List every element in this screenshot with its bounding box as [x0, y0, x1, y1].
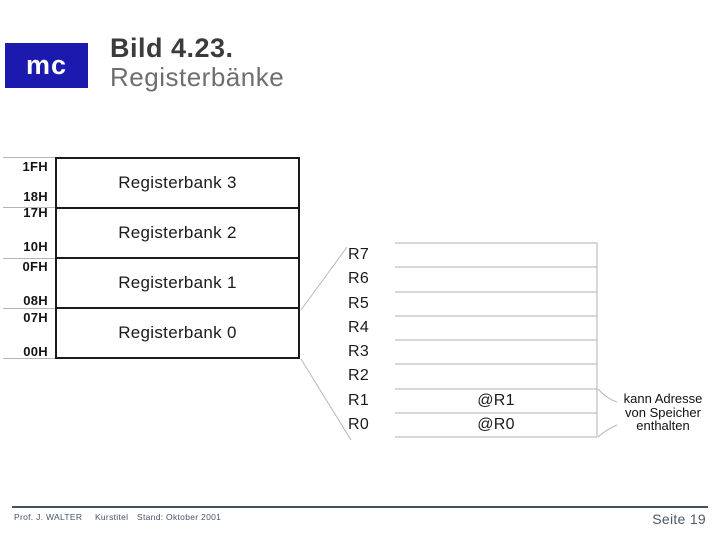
register-label-r7: R7 [348, 246, 370, 263]
slide-subtitle: Registerbänke [110, 62, 285, 92]
register-value-r1: @R1 [477, 392, 515, 409]
footer-course: Kurstitel [94, 512, 129, 522]
address-label-00h: 00H [23, 344, 48, 359]
registerbank-label: Registerbank 1 [118, 273, 237, 292]
register-label-r3: R3 [348, 343, 370, 360]
registerbank-label: Registerbank 3 [118, 173, 237, 192]
footer-credits: Prof. J. WALTER Kurstitel Stand: Oktober… [14, 512, 221, 522]
register-label-r2: R2 [348, 367, 370, 384]
registerbank-row-2: Registerbank 2 [57, 207, 298, 257]
address-label-10h: 10H [23, 239, 48, 254]
register-label-r6: R6 [348, 270, 370, 287]
note-line: kann Adresse [623, 391, 703, 406]
registerbank-box: Registerbank 3 Registerbank 2 Registerba… [55, 157, 300, 359]
register-label-r5: R5 [348, 295, 370, 312]
address-tick-lines [3, 157, 55, 359]
register-label-r1: R1 [348, 392, 370, 409]
address-label-08h: 08H [23, 293, 48, 308]
registerbank-row-0: Registerbank 0 [57, 307, 298, 357]
address-label-18h: 18H [23, 189, 48, 204]
bank-expansion-lines [300, 246, 352, 441]
footer-date: Stand: Oktober 2001 [137, 512, 222, 522]
page-number: Seite 19 [652, 511, 706, 527]
address-label-17h: 17H [23, 205, 48, 220]
registerbank-label: Registerbank 2 [118, 223, 237, 242]
note-indirect-addressing: kann Adresse von Speicher enthalten [608, 392, 718, 433]
address-label-07h: 07H [23, 310, 48, 325]
footer-divider [12, 506, 708, 508]
address-label-1fh: 1FH [22, 159, 48, 174]
registerbank-row-1: Registerbank 1 [57, 257, 298, 307]
registerbank-row-3: Registerbank 3 [57, 159, 298, 207]
note-line: enthalten [636, 418, 690, 433]
register-label-r0: R0 [348, 416, 370, 433]
footer-author: Prof. J. WALTER [14, 512, 83, 522]
address-label-0fh: 0FH [22, 259, 48, 274]
registerbank-label: Registerbank 0 [118, 323, 237, 342]
mc-logo: mc [5, 43, 88, 88]
register-label-r4: R4 [348, 319, 370, 336]
mc-logo-text: mc [25, 50, 68, 80]
register-value-r0: @R0 [477, 416, 515, 433]
note-line: von Speicher [625, 404, 701, 420]
slide-title: Bild 4.23. [110, 33, 234, 63]
